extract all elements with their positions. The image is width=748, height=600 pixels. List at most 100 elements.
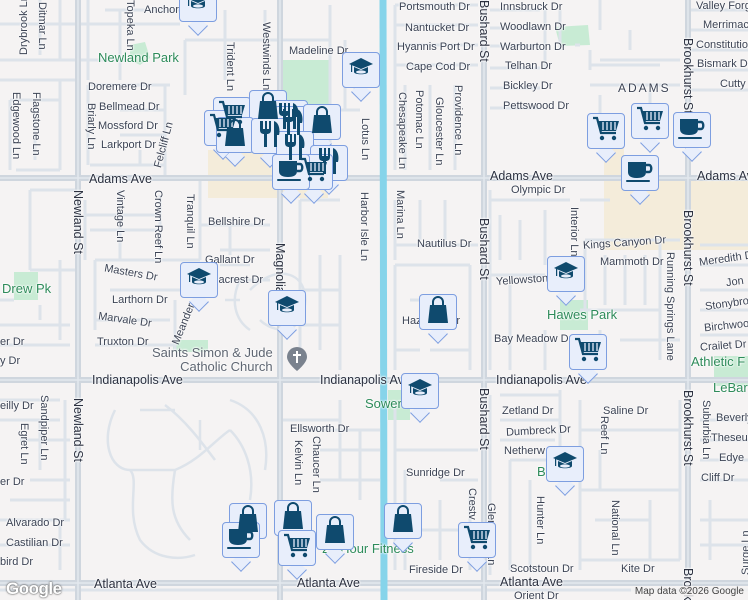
street-label: Briarly Ln xyxy=(85,103,97,150)
street-label-newland-st: Newland St xyxy=(71,190,85,254)
street-label: Bickley Dr xyxy=(503,80,553,92)
poi-marker-school[interactable] xyxy=(268,290,306,340)
shopping-bag-icon xyxy=(237,504,259,538)
shopping-bag-icon xyxy=(282,501,304,535)
shopping-cart-icon xyxy=(592,116,620,147)
poi-marker-shopping-cart[interactable] xyxy=(458,522,496,572)
shopping-bag-icon xyxy=(324,515,346,549)
street-label-indianapolis-ave: Indianapolis Ave xyxy=(320,373,411,387)
street-label: Netherw xyxy=(504,445,545,457)
church-pin-icon[interactable] xyxy=(286,346,308,372)
street-label: Providence Ln xyxy=(452,85,464,156)
street-label: Vintage Ln xyxy=(114,190,126,243)
street-label: Topeka Ln xyxy=(124,0,136,51)
street-label: Sandpiper Ln xyxy=(38,395,50,461)
street-label: Bay Meadow Dr xyxy=(494,333,573,345)
street-label: Bismark Dr xyxy=(697,58,748,70)
shopping-cart-icon xyxy=(636,106,664,137)
poi-marker-shopping-bag[interactable] xyxy=(419,294,457,344)
google-logo: Google xyxy=(6,579,62,598)
restaurant-icon xyxy=(281,108,305,141)
map-attribution[interactable]: Map data ©2026 Google xyxy=(630,586,748,597)
street-label-brookhurst-st: Brookhurst St xyxy=(681,38,695,114)
coffee-icon xyxy=(227,526,255,555)
poi-marker-school[interactable] xyxy=(180,262,218,312)
poi-marker-school[interactable] xyxy=(547,256,585,306)
park-label-lebard[interactable]: LeBar xyxy=(713,380,748,395)
poi-marker-school[interactable] xyxy=(179,0,217,36)
poi-marker-shopping-cart[interactable] xyxy=(569,334,607,384)
street-label: Crown Reef Ln xyxy=(152,190,164,264)
street-label: National Ln xyxy=(609,500,621,556)
street-label: y Dr xyxy=(0,355,21,367)
street-label: Mammoth Dr xyxy=(600,256,664,268)
street-label: bird Dr xyxy=(0,556,34,568)
street-label: Gloucester Ln xyxy=(433,97,445,166)
coffee-icon xyxy=(678,116,706,145)
street-label: Bellshire Dr xyxy=(208,216,265,228)
park-label-newland-park[interactable]: Newland Park xyxy=(98,50,179,65)
street-label: Mossford Dr xyxy=(98,120,158,132)
poi-marker-coffee[interactable] xyxy=(272,154,310,204)
place-label-church[interactable]: Saints Simon & Jude Catholic Church xyxy=(152,346,273,374)
park-label-sowers[interactable]: Sowers xyxy=(365,396,409,411)
street-label: Innsbruck Dr xyxy=(500,1,563,13)
park-label-hawes-park[interactable]: Hawes Park xyxy=(547,307,618,322)
poi-marker-shopping-cart[interactable] xyxy=(278,530,316,580)
street-label: Orient Dr xyxy=(514,590,559,600)
school-icon xyxy=(552,451,578,478)
street-label: Marina Ln xyxy=(394,190,406,239)
street-label-atlanta-ave: Atlanta Ave xyxy=(500,575,564,589)
street-label: Nautilus Dr xyxy=(417,238,472,250)
poi-marker-school[interactable] xyxy=(546,446,584,496)
poi-marker-shopping-bag[interactable] xyxy=(316,514,354,564)
poi-marker-school[interactable] xyxy=(342,52,380,102)
poi-marker-shopping-cart[interactable] xyxy=(587,113,625,163)
street-label: Scotstoun Dr xyxy=(510,563,574,575)
street-label: Suburbia Ln xyxy=(700,400,712,460)
street-label: Castilian Dr xyxy=(6,537,63,549)
street-label: Ditmar Ln xyxy=(36,2,48,50)
park-label-drew-park[interactable]: Drew Pk xyxy=(2,281,52,296)
coffee-icon xyxy=(277,158,305,187)
poi-marker-coffee[interactable] xyxy=(621,155,659,205)
street-label: Lotus Ln xyxy=(359,118,371,161)
street-label: Merrimac xyxy=(703,19,748,31)
restaurant-icon xyxy=(258,120,282,153)
street-label: Westwinds Ln xyxy=(260,22,272,91)
school-icon xyxy=(407,378,433,405)
street-label: Edye xyxy=(719,452,745,464)
street-label: Interior Ln xyxy=(568,207,580,257)
street-label: Valley Forge xyxy=(696,0,748,12)
street-label: Beverly xyxy=(716,412,748,424)
street-label: Edgewood Ln xyxy=(10,92,22,160)
shopping-cart-icon xyxy=(574,337,602,368)
street-label: Fireside Dr xyxy=(409,564,463,576)
street-label-atlanta-ave: Atlanta Ave xyxy=(297,576,361,590)
street-label: Theseu xyxy=(711,432,748,444)
street-label: er Dr xyxy=(0,476,25,488)
poi-marker-coffee[interactable] xyxy=(222,522,260,572)
poi-marker-coffee[interactable] xyxy=(673,112,711,162)
street-label-newland-st: Newland St xyxy=(71,398,85,462)
street-label: Hunter Ln xyxy=(534,496,546,545)
street-label: Trident Ln xyxy=(224,42,236,92)
poi-marker-shopping-bag[interactable] xyxy=(216,117,254,167)
street-label-adams-ave: Adams Ave xyxy=(490,169,554,183)
street-label: Truxton Dr xyxy=(97,336,149,348)
shopping-cart-icon xyxy=(463,525,491,556)
street-label: Surge Ln xyxy=(740,530,748,575)
shopping-cart-icon xyxy=(300,157,328,188)
poi-marker-shopping-bag[interactable] xyxy=(384,503,422,553)
poi-marker-shopping-cart[interactable] xyxy=(631,103,669,153)
restaurant-icon xyxy=(283,133,307,166)
street-label: Tranquil Ln xyxy=(184,194,196,249)
coffee-icon xyxy=(626,159,654,188)
street-label: Zetland Dr xyxy=(502,405,554,417)
street-label: Larthorn Dr xyxy=(112,294,168,306)
street-label: Warburton Dr xyxy=(500,41,566,53)
street-label: Anchor xyxy=(144,4,179,16)
park-label-athletic[interactable]: Athletic F xyxy=(691,354,746,369)
poi-marker-school[interactable] xyxy=(401,373,439,423)
